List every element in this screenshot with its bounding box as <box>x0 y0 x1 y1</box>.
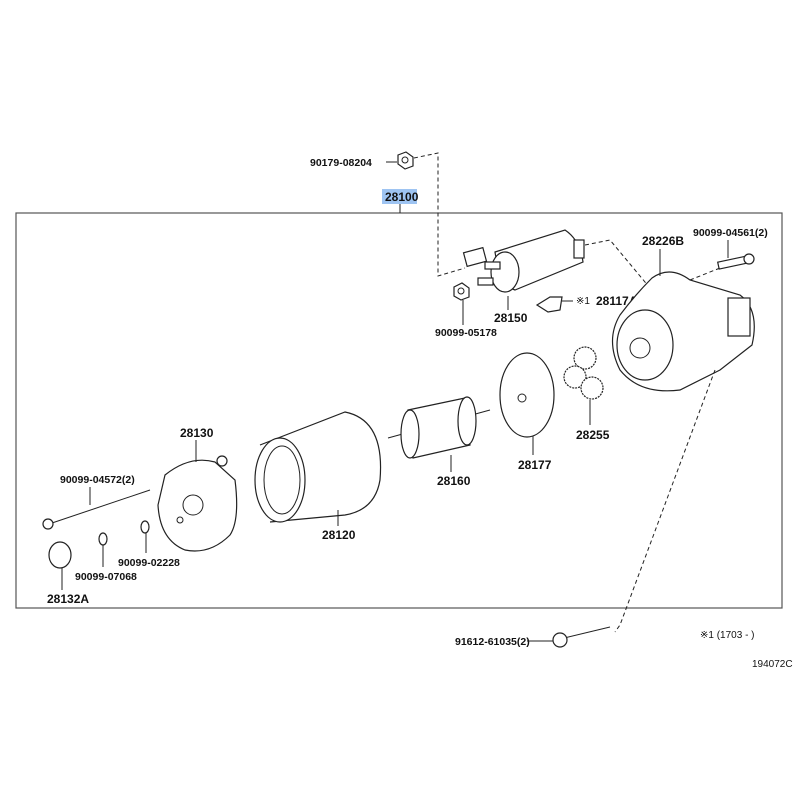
callout-plate[interactable]: 28177 <box>518 458 552 472</box>
nut-top-part <box>397 151 414 170</box>
through-bolt-part <box>42 489 151 530</box>
callout-28117a[interactable]: 28117A <box>596 294 638 308</box>
assembly-highlight <box>382 189 417 204</box>
plate-part <box>499 352 555 438</box>
housing-part <box>611 271 755 392</box>
bolt-04561-part <box>716 253 755 270</box>
part-28117a <box>535 296 563 313</box>
gears-part <box>563 346 604 400</box>
assembly-frame <box>15 212 783 609</box>
armature-part <box>387 396 491 459</box>
callout-cap[interactable]: 28132A <box>47 592 89 606</box>
callout-28117a-note: ※1 <box>576 296 590 307</box>
callout-yoke[interactable]: 28120 <box>322 528 356 542</box>
callout-solenoid[interactable]: 28150 <box>494 311 528 325</box>
diagram-id: 194072C <box>752 659 793 670</box>
callout-through-bolt[interactable]: 90099-04572(2) <box>60 474 135 486</box>
footnote: ※1 (1703 - ) <box>700 630 755 641</box>
yoke-part <box>254 411 382 523</box>
callout-gears[interactable]: 28255 <box>576 428 610 442</box>
end-frame-part <box>157 455 238 552</box>
callout-nut-solenoid[interactable]: 90099-05178 <box>435 327 497 339</box>
callout-washer[interactable]: 90099-02228 <box>118 557 180 569</box>
callout-brush-holder-bolt[interactable]: 90099-04561(2) <box>693 227 768 239</box>
callout-clip[interactable]: 90099-07068 <box>75 571 137 583</box>
callout-mount-bolt[interactable]: 91612-61035(2) <box>455 636 530 648</box>
callout-housing[interactable]: 28226B <box>642 234 684 248</box>
nut-solenoid-part <box>453 282 470 301</box>
cap-part <box>48 541 72 569</box>
callout-nut-top[interactable]: 90179-08204 <box>310 157 372 169</box>
washer-part <box>140 520 150 534</box>
assembly-part-number[interactable]: 28100 <box>385 190 419 204</box>
solenoid-part <box>462 229 585 293</box>
mount-bolt-part <box>552 626 611 648</box>
clip-part <box>98 532 108 546</box>
callout-armature[interactable]: 28160 <box>437 474 471 488</box>
callout-end-frame[interactable]: 28130 <box>180 426 214 440</box>
